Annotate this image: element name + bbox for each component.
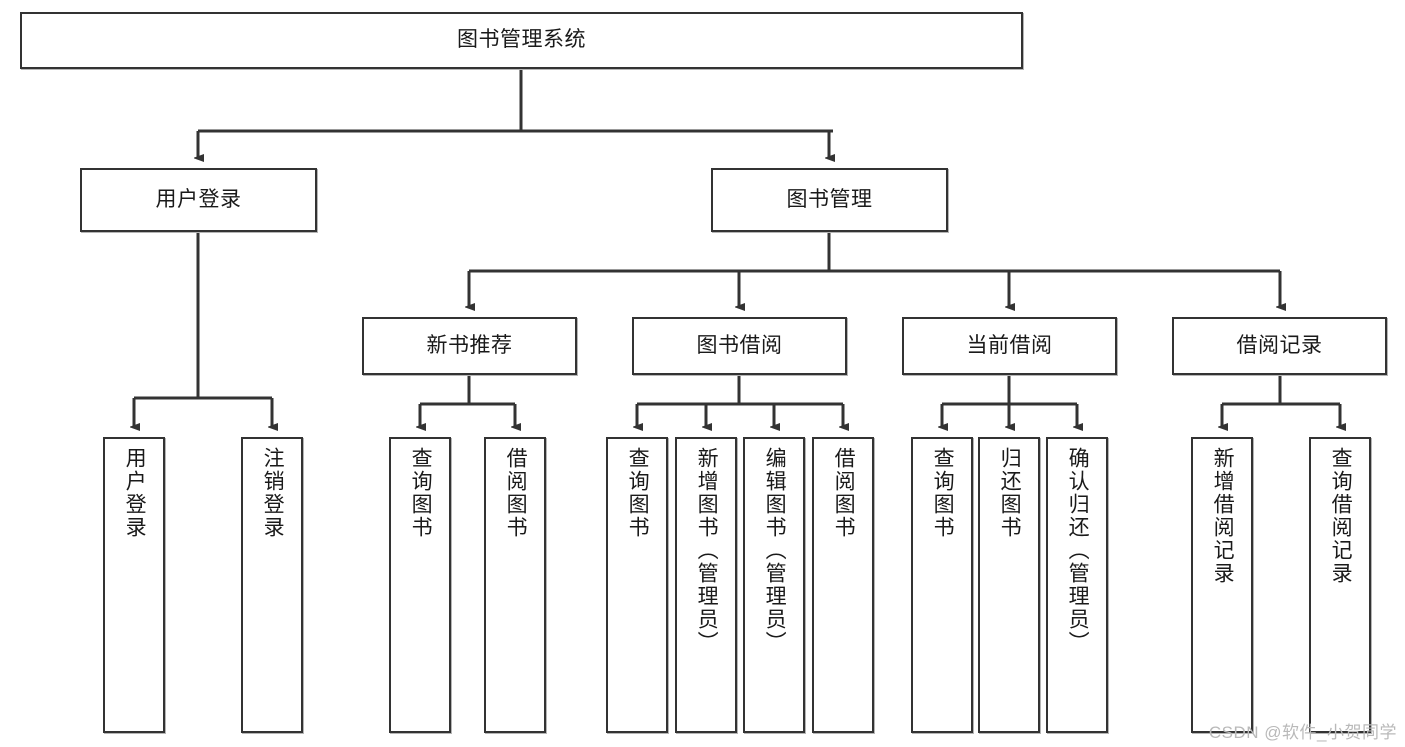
node-leaf-user-logout-label: 注销登录	[261, 447, 285, 539]
node-leaf-return-book[interactable]: 归还图书	[978, 437, 1040, 733]
node-borrow-record-label: 借阅记录	[1236, 333, 1323, 357]
node-leaf-add-record[interactable]: 新增借阅记录	[1191, 437, 1253, 733]
node-leaf-user-logout[interactable]: 注销登录	[241, 437, 303, 733]
node-leaf-borrow-book-1-label: 借阅图书	[504, 447, 528, 539]
node-root-label: 图书管理系统	[457, 28, 586, 52]
node-borrow-record[interactable]: 借阅记录	[1172, 317, 1387, 375]
node-leaf-add-record-label: 新增借阅记录	[1211, 447, 1235, 585]
node-leaf-confirm-return-label: 确认归还（管理员）	[1066, 447, 1090, 654]
node-current-borrow[interactable]: 当前借阅	[902, 317, 1117, 375]
node-leaf-query-record[interactable]: 查询借阅记录	[1309, 437, 1371, 733]
node-leaf-return-book-label: 归还图书	[998, 447, 1022, 539]
node-leaf-borrow-book-2[interactable]: 借阅图书	[812, 437, 874, 733]
node-leaf-borrow-book-2-label: 借阅图书	[832, 447, 856, 539]
node-leaf-borrow-book-1[interactable]: 借阅图书	[484, 437, 546, 733]
node-book-manage[interactable]: 图书管理	[711, 168, 948, 232]
node-leaf-query-book-3[interactable]: 查询图书	[911, 437, 973, 733]
node-leaf-edit-book[interactable]: 编辑图书（管理员）	[743, 437, 805, 733]
node-book-borrow[interactable]: 图书借阅	[632, 317, 847, 375]
watermark-text: CSDN @软件_小贺同学	[1208, 723, 1397, 742]
node-book-borrow-label: 图书借阅	[696, 333, 783, 357]
node-leaf-add-book[interactable]: 新增图书（管理员）	[675, 437, 737, 733]
node-leaf-query-record-label: 查询借阅记录	[1329, 447, 1353, 585]
node-root[interactable]: 图书管理系统	[20, 12, 1023, 69]
node-leaf-query-book-2[interactable]: 查询图书	[606, 437, 668, 733]
node-user-login[interactable]: 用户登录	[80, 168, 317, 232]
node-new-book-recommend[interactable]: 新书推荐	[362, 317, 577, 375]
node-leaf-add-book-label: 新增图书（管理员）	[695, 447, 719, 654]
node-leaf-user-login-label: 用户登录	[123, 447, 147, 539]
node-leaf-query-book-2-label: 查询图书	[626, 447, 650, 539]
node-leaf-confirm-return[interactable]: 确认归还（管理员）	[1046, 437, 1108, 733]
node-user-login-label: 用户登录	[155, 187, 242, 211]
node-leaf-user-login[interactable]: 用户登录	[103, 437, 165, 733]
node-current-borrow-label: 当前借阅	[966, 333, 1053, 357]
node-new-book-recommend-label: 新书推荐	[426, 333, 513, 357]
node-leaf-edit-book-label: 编辑图书（管理员）	[763, 447, 787, 654]
node-leaf-query-book-3-label: 查询图书	[931, 447, 955, 539]
node-book-manage-label: 图书管理	[786, 187, 873, 211]
node-leaf-query-book-1[interactable]: 查询图书	[389, 437, 451, 733]
node-leaf-query-book-1-label: 查询图书	[409, 447, 433, 539]
